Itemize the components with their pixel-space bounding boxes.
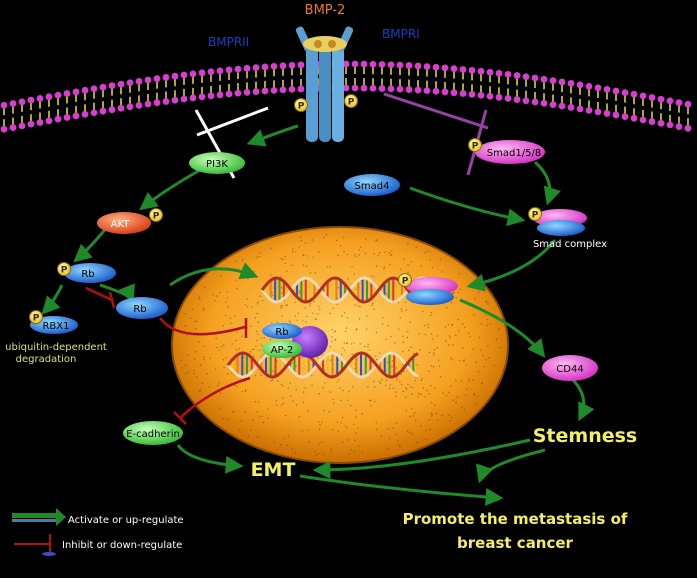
- smad158-node: Smad1/5/8: [475, 140, 545, 164]
- svg-text:P: P: [348, 98, 355, 108]
- ap2-label: AP-2: [271, 345, 294, 356]
- ecadherin-label: E-cadherin: [126, 429, 180, 440]
- nucleus: [171, 226, 509, 464]
- akt-label: AKT: [111, 219, 131, 230]
- inhibition-lines: [85, 286, 251, 425]
- legend-activate-symbol: [12, 508, 66, 526]
- bmp-receptor: [295, 26, 354, 142]
- legend-activate-label: Activate or up-regulate: [68, 515, 184, 526]
- svg-text:P: P: [298, 102, 305, 112]
- pi3k-node: PI3K: [189, 152, 245, 174]
- svg-text:P: P: [153, 212, 160, 222]
- dna-helix-lower: [226, 351, 419, 379]
- phosphorylation-marks: P P P P P P P P: [29, 94, 542, 324]
- legend: Activate or up-regulate Inhibit or down-…: [12, 508, 184, 556]
- phospho-icon: P: [294, 98, 308, 112]
- rb-label: Rb: [133, 304, 146, 315]
- svg-text:P: P: [532, 211, 539, 221]
- stemness-label: Stemness: [533, 425, 637, 447]
- phospho-icon: P: [57, 262, 71, 276]
- rb-nuclear-label: Rb: [275, 327, 288, 338]
- svg-text:P: P: [61, 266, 68, 276]
- rb-node: Rb: [116, 297, 168, 319]
- degradation-line1: ubiquitin-dependent: [5, 342, 107, 353]
- akt-node: AKT: [97, 212, 151, 234]
- activation-arrows: [41, 124, 595, 506]
- emt-label: EMT: [251, 459, 296, 481]
- cd44-node: CD44: [542, 355, 598, 381]
- outcome-line2: breast cancer: [457, 534, 574, 552]
- bmpri-label: BMPRI: [382, 27, 420, 41]
- smad4-node: Smad4: [344, 174, 400, 196]
- phospho-icon: P: [149, 208, 163, 222]
- rbx1-label: RBX1: [42, 321, 69, 332]
- bmprii-label: BMPRII: [208, 35, 249, 49]
- ecadherin-node: E-cadherin: [123, 421, 183, 445]
- smad158-label: Smad1/5/8: [487, 148, 541, 159]
- rb-phospho-label: Rb: [81, 269, 94, 280]
- degradation-line2: degradation: [16, 354, 77, 365]
- svg-text:P: P: [402, 277, 409, 287]
- smad-inhibition-marker: [383, 92, 489, 176]
- rb-ap2-complex: Rb AP-2: [262, 323, 328, 358]
- phospho-icon: P: [528, 207, 542, 221]
- legend-inhibit-symbol: [14, 534, 56, 556]
- smad-complex-label: Smad complex: [533, 239, 607, 250]
- smad-complex-dna-bound: [406, 277, 458, 305]
- bmp2-label: BMP-2: [305, 3, 346, 18]
- svg-text:P: P: [472, 142, 479, 152]
- rb-phospho-node: Rb: [64, 263, 116, 283]
- svg-text:P: P: [33, 314, 40, 324]
- phospho-icon: P: [468, 138, 482, 152]
- smad4-label: Smad4: [355, 181, 390, 192]
- cell-membrane: [0, 60, 692, 133]
- pi3k-label: PI3K: [206, 159, 228, 170]
- phospho-icon: P: [29, 310, 43, 324]
- phospho-icon: P: [344, 94, 358, 108]
- smad-complex-node: [533, 209, 587, 236]
- phospho-icon: P: [398, 273, 412, 287]
- legend-inhibit-label: Inhibit or down-regulate: [62, 540, 182, 551]
- outcome-line1: Promote the metastasis of: [403, 510, 628, 528]
- cd44-label: CD44: [556, 364, 583, 375]
